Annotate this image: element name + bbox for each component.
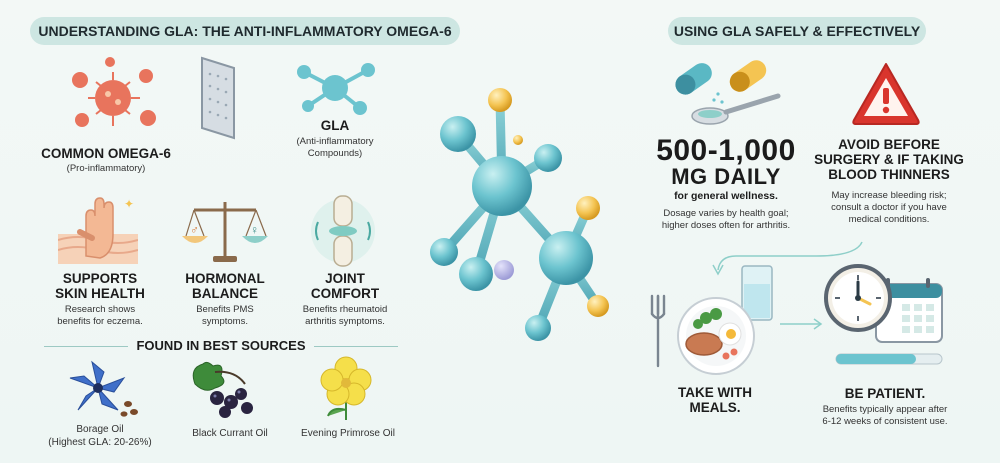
filter-membrane-icon [196,54,240,142]
left-section-header: UNDERSTANDING GLA: THE ANTI-INFLAMMATORY… [30,17,460,45]
dose-note-1: Dosage varies by health goal; [663,208,789,219]
borage-label: Borage Oil [76,424,124,435]
hormonal-title-1: HORMONAL [185,271,265,286]
meals-title-1: TAKE WITH [678,385,752,400]
knee-joint-icon [310,194,376,268]
joint-title-2: COMFORT [310,286,380,301]
dose-note-2: higher doses often for arthritis. [661,220,791,231]
patient-subtitle-1: Benefits typically appear after [822,404,948,415]
gla-subtitle-2: Compounds) [307,148,363,159]
black-currant-label: Black Currant Oil [192,428,268,439]
capsules-spoon-icon [668,50,784,132]
omega6-title: COMMON OMEGA-6 [41,146,171,161]
skin-title-2: SKIN HEALTH [55,286,145,301]
avoid-subtitle-3: medical conditions. [848,214,930,225]
avoid-subtitle-1: May increase bleeding risk; [831,190,947,201]
warning-triangle-icon [850,60,922,126]
balance-scale-icon: ♂ ♀ [180,196,270,268]
gla-subtitle-1: (Anti-inflammatory [296,136,374,147]
dose-purpose: for general wellness. [674,190,778,202]
meal-plate-icon [646,262,786,380]
sources-divider-left [44,346,128,347]
svg-text:♂: ♂ [190,223,199,237]
avoid-title-1: AVOID BEFORE [838,137,940,152]
patient-title: BE PATIENT. [844,386,926,401]
svg-text:✦: ✦ [124,197,134,211]
hormonal-subtitle-1: Benefits PMS [196,304,254,315]
joint-title-1: JOINT [325,271,365,286]
sources-divider-right [314,346,398,347]
hand-skin-icon: ✦ [58,194,138,266]
primrose-label: Evening Primrose Oil [301,428,395,439]
sources-header: FOUND IN BEST SOURCES [136,338,306,353]
right-arrow-icon [780,318,824,330]
hormonal-title-2: BALANCE [192,286,258,301]
right-section-header: USING GLA SAFELY & EFFECTIVELY [668,17,926,45]
borage-gla-note: (Highest GLA: 20-26%) [48,437,152,448]
meals-title-2: MEALS. [689,400,741,415]
hormonal-subtitle-2: symptoms. [202,316,248,327]
clock-calendar-icon [820,262,950,374]
joint-subtitle-1: Benefits rheumatoid [302,304,388,315]
black-currant-icon [185,358,265,420]
gla-molecule-icon [290,58,380,120]
joint-subtitle-2: arthritis symptoms. [305,316,385,327]
skin-subtitle-2: benefits for eczema. [57,316,143,327]
dose-amount: 500-1,000 [656,134,796,167]
virus-cluster-icon [58,50,168,145]
borage-flower-icon [62,358,142,420]
avoid-subtitle-2: consult a doctor if you have [831,202,947,213]
skin-title-1: SUPPORTS [62,271,138,286]
gla-title: GLA [320,118,350,133]
omega6-subtitle: (Pro-inflammatory) [66,163,146,174]
patient-subtitle-2: 6-12 weeks of consistent use. [822,416,948,427]
evening-primrose-icon [318,356,374,422]
svg-text:♀: ♀ [250,223,259,237]
central-gla-molecule-icon [410,74,630,354]
dose-unit: MG DAILY [671,164,781,189]
curved-arrow-icon [706,238,866,278]
skin-subtitle-1: Research shows [64,304,136,315]
avoid-title-2: SURGERY & IF TAKING [814,152,964,167]
avoid-title-3: BLOOD THINNERS [828,167,950,182]
